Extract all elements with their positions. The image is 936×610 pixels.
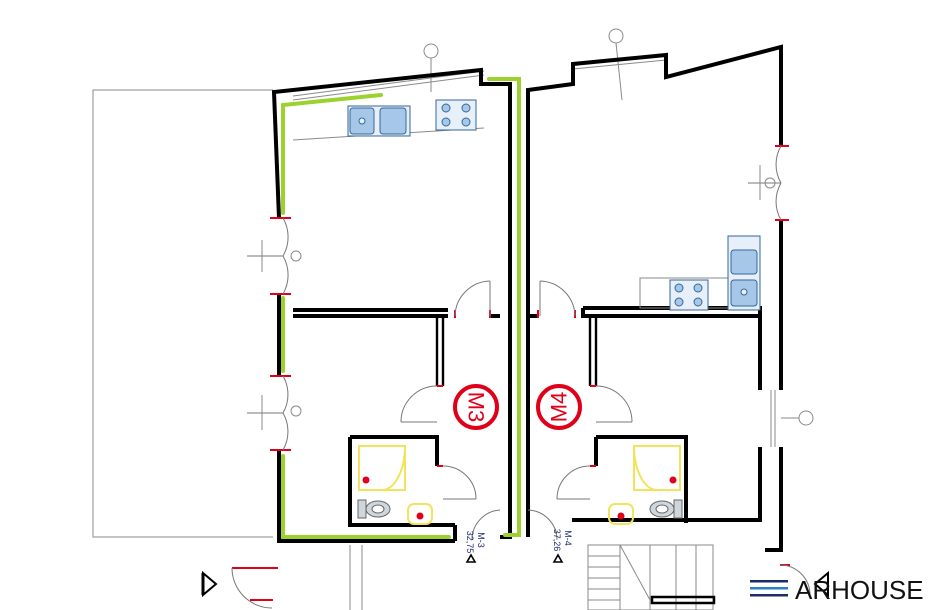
kitchen-sink-icon bbox=[347, 105, 411, 137]
terrace-outline bbox=[92, 89, 273, 538]
toilet-icon bbox=[649, 499, 683, 519]
unit-badge-m3-text: M3 bbox=[464, 392, 489, 423]
door-swings bbox=[231, 145, 814, 609]
shower-icon bbox=[358, 445, 406, 491]
hob-icon bbox=[669, 279, 709, 311]
unit-badge-m4: M4 bbox=[536, 384, 582, 430]
unit-label-m3-area: 32,75 bbox=[465, 531, 475, 554]
walls-unit-m3 bbox=[271, 67, 512, 543]
kitchen-unit-m3 bbox=[347, 99, 477, 137]
washbasin-icon bbox=[407, 503, 433, 525]
bathroom-unit-m4 bbox=[608, 445, 683, 525]
unit-badge-m4-text: M4 bbox=[547, 392, 572, 423]
hob-icon bbox=[435, 99, 477, 131]
unit-label-m3: M-3 32,75 bbox=[465, 531, 486, 563]
green-insulation-lines bbox=[281, 77, 521, 539]
brand-logo-icon bbox=[750, 580, 788, 597]
unit-badge-m3: M3 bbox=[453, 384, 499, 430]
shower-icon bbox=[633, 445, 681, 491]
unit-label-m4: M-4 37,26 bbox=[552, 529, 573, 563]
unit-label-m3-code: M-3 bbox=[476, 532, 486, 548]
staircase bbox=[349, 544, 716, 610]
toilet-icon bbox=[357, 499, 391, 519]
kitchen-sink-icon bbox=[727, 235, 761, 311]
unit-label-m4-area: 37,26 bbox=[552, 529, 562, 552]
washbasin-icon bbox=[608, 503, 634, 525]
bathroom-unit-m3 bbox=[357, 445, 433, 525]
brand-name: ARHOUSE bbox=[795, 575, 924, 605]
unit-label-m4-code: M-4 bbox=[563, 530, 573, 546]
kitchen-unit-m4 bbox=[639, 235, 761, 311]
section-marker-left-icon bbox=[201, 570, 218, 598]
section-marker-right-icon bbox=[813, 570, 829, 598]
